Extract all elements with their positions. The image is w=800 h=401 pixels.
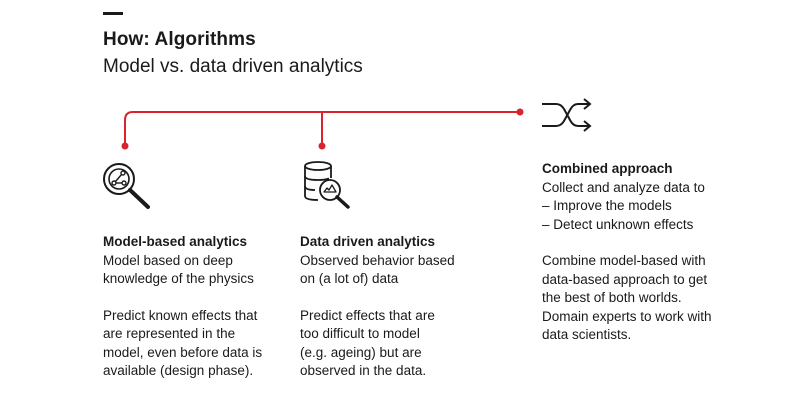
line: Observed behavior based <box>300 252 455 268</box>
connector-dot-data <box>318 142 326 150</box>
line: Collect and analyze data to <box>542 179 705 195</box>
line: (e.g. ageing) but are <box>300 344 422 360</box>
database-search-icon <box>304 161 350 209</box>
column-heading: Combined approach <box>542 161 673 176</box>
shuffle-icon <box>542 98 592 132</box>
column-model-based: Model-based analytics Model based on dee… <box>103 233 293 381</box>
line: Model based on deep <box>103 252 233 268</box>
line: Predict known effects that <box>103 307 258 323</box>
column-combined: Combined approach Collect and analyze da… <box>542 160 762 345</box>
line: Domain experts to work with <box>542 308 712 324</box>
line: Combine model-based with <box>542 253 706 268</box>
line: model, even before data is <box>103 344 263 360</box>
connector-dot-combined <box>516 108 524 116</box>
page-title: How: Algorithms <box>103 29 256 50</box>
line: data scientists. <box>542 327 632 342</box>
line: are represented in the <box>103 326 236 341</box>
line: observed in the data. <box>300 363 427 378</box>
line: available (design phase). <box>103 363 254 378</box>
column-heading: Model-based analytics <box>103 234 248 249</box>
line: – Improve the models <box>542 198 672 213</box>
line: data-based approach to get <box>542 271 708 287</box>
column-heading: Data driven analytics <box>300 234 436 249</box>
line: on (a lot of) data <box>300 271 399 286</box>
line: Predict effects that are <box>300 307 435 323</box>
line: knowledge of the physics <box>103 271 254 286</box>
column-data-driven: Data driven analytics Observed behavior … <box>300 233 500 381</box>
page-subtitle: Model vs. data driven analytics <box>103 56 363 77</box>
magnifier-network-icon <box>103 163 150 209</box>
title-accent-bar <box>103 12 123 15</box>
line: too difficult to model <box>300 326 420 341</box>
line: – Detect unknown effects <box>542 216 694 232</box>
line: the best of both worlds. <box>542 290 682 305</box>
connector-dot-model <box>121 142 129 150</box>
